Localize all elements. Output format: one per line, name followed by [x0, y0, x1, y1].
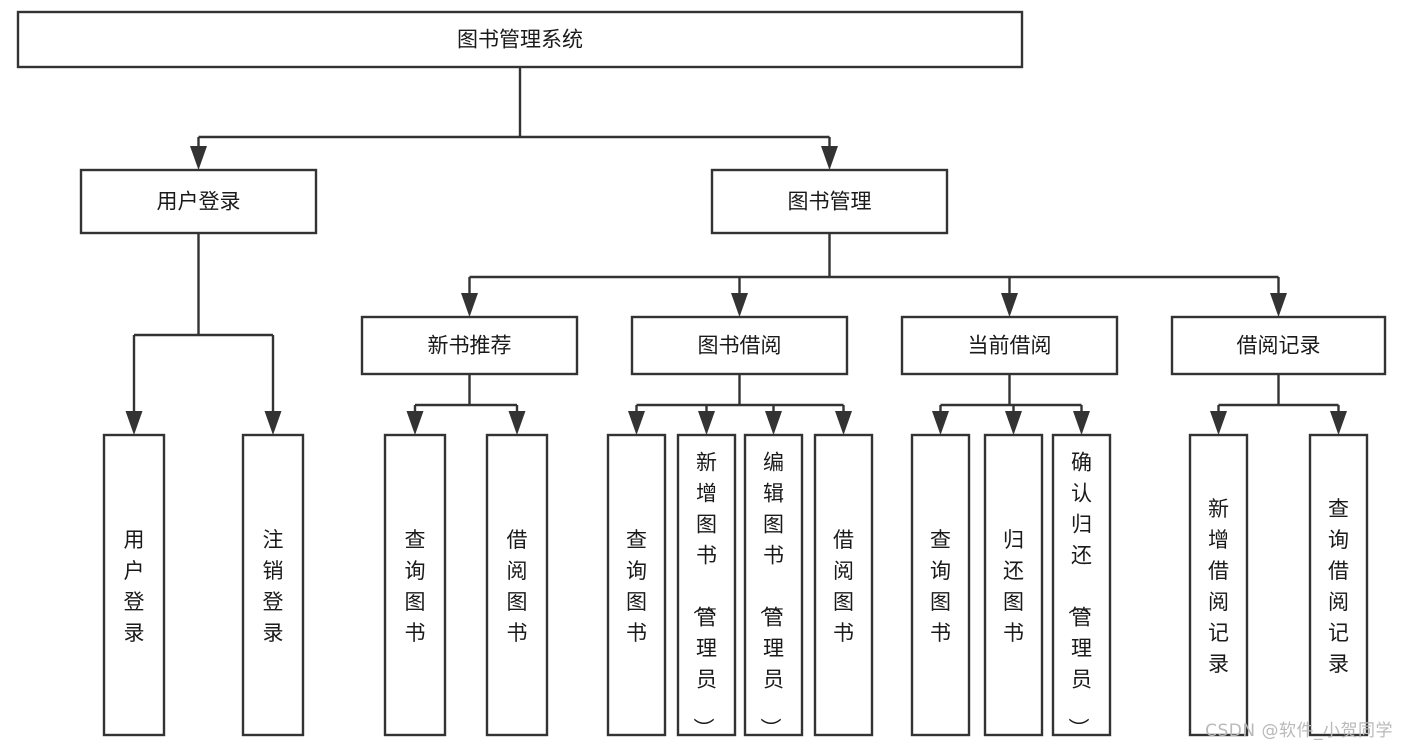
node-label: 用户登录 [124, 528, 145, 645]
arrow-head-图书借阅 [731, 293, 748, 317]
node-layer: 图书管理系统用户登录图书管理新书推荐图书借阅当前借阅借阅记录用户登录注销登录查询… [16, 10, 1387, 739]
edge-layer [125, 67, 1347, 435]
node-rect[interactable] [1308, 433, 1369, 737]
node-编辑图书管理员-l3[interactable]: 编辑图书（管理员） [743, 433, 804, 739]
node-rect[interactable] [900, 315, 1119, 376]
arrow-head-编辑图书管理员 [765, 411, 782, 435]
node-label: 查询图书 [626, 528, 647, 645]
connector-group-借阅记录 [1210, 374, 1347, 435]
arrow-head-借阅图书 [835, 411, 852, 435]
node-rect[interactable] [813, 433, 874, 737]
node-label: 借阅图书 [507, 528, 528, 645]
node-rect[interactable] [676, 433, 737, 737]
node-rect[interactable] [1051, 433, 1112, 737]
node-新增借阅记录-l3[interactable]: 新增借阅记录 [1188, 433, 1249, 737]
node-label: 图书借阅 [698, 334, 782, 358]
node-用户登录-l3[interactable]: 用户登录 [102, 433, 166, 737]
node-label: 新书推荐 [428, 334, 512, 358]
node-查询图书-l3[interactable]: 查询图书 [910, 433, 971, 737]
arrow-head-图书管理 [821, 146, 838, 170]
connector-group-图书管理 [461, 233, 1287, 317]
node-label: 图书管理系统 [457, 28, 583, 52]
node-label: 归还图书 [1003, 528, 1024, 645]
node-label: 编辑图书（管理员） [758, 451, 784, 739]
arrow-head-确认归还管理员 [1073, 411, 1090, 435]
node-查询借阅记录-l3[interactable]: 查询借阅记录 [1308, 433, 1369, 737]
node-归还图书-l3[interactable]: 归还图书 [983, 433, 1044, 737]
node-rect[interactable] [630, 315, 849, 376]
node-图书借阅-l2[interactable]: 图书借阅 [630, 315, 849, 376]
node-rect[interactable] [1170, 315, 1387, 376]
node-新增图书管理员-l3[interactable]: 新增图书（管理员） [676, 433, 737, 739]
node-label: 借阅图书 [833, 528, 854, 645]
arrow-head-借阅记录 [1270, 293, 1287, 317]
node-rect[interactable] [910, 433, 971, 737]
arrow-head-当前借阅 [1001, 293, 1018, 317]
node-label: 新增借阅记录 [1208, 497, 1229, 676]
connector-group-图书借阅 [628, 374, 852, 435]
arrow-head-查询图书 [406, 411, 424, 435]
node-rect[interactable] [360, 315, 579, 376]
node-查询图书-l3[interactable]: 查询图书 [383, 433, 447, 737]
node-rect[interactable] [102, 433, 166, 737]
node-查询图书-l3[interactable]: 查询图书 [606, 433, 667, 737]
node-rect[interactable] [485, 433, 549, 737]
node-label: 查询图书 [930, 528, 951, 645]
node-rect[interactable] [383, 433, 447, 737]
arrow-head-查询图书 [932, 411, 949, 435]
arrow-head-归还图书 [1005, 411, 1022, 435]
node-注销登录-l3[interactable]: 注销登录 [241, 433, 305, 737]
node-label: 确认归还（管理员） [1066, 451, 1092, 739]
arrow-head-新书推荐 [461, 293, 478, 317]
arrow-head-注销登录 [264, 411, 282, 435]
node-label: 查询图书 [405, 528, 426, 645]
node-借阅记录-l2[interactable]: 借阅记录 [1170, 315, 1387, 376]
node-rect[interactable] [241, 433, 305, 737]
node-label: 借阅记录 [1237, 334, 1321, 358]
node-label: 当前借阅 [968, 334, 1052, 358]
arrow-head-查询借阅记录 [1330, 411, 1347, 435]
node-label: 注销登录 [263, 528, 284, 645]
node-借阅图书-l3[interactable]: 借阅图书 [485, 433, 549, 737]
connector-group-新书推荐 [406, 374, 526, 435]
node-rect[interactable] [1188, 433, 1249, 737]
node-label: 新增图书（管理员） [691, 451, 717, 739]
node-label: 图书管理 [788, 190, 872, 214]
connector-group-图书管理系统 [190, 67, 838, 170]
node-用户登录-l1[interactable]: 用户登录 [79, 168, 318, 235]
node-当前借阅-l2[interactable]: 当前借阅 [900, 315, 1119, 376]
node-借阅图书-l3[interactable]: 借阅图书 [813, 433, 874, 737]
node-rect[interactable] [983, 433, 1044, 737]
node-rect[interactable] [606, 433, 667, 737]
node-label: 用户登录 [157, 190, 241, 214]
arrow-head-借阅图书 [508, 411, 526, 435]
node-确认归还管理员-l3[interactable]: 确认归还（管理员） [1051, 433, 1112, 739]
node-rect[interactable] [79, 168, 318, 235]
node-rect[interactable] [743, 433, 804, 737]
connector-group-用户登录 [125, 233, 282, 435]
node-新书推荐-l2[interactable]: 新书推荐 [360, 315, 579, 376]
arrow-head-用户登录 [125, 411, 143, 435]
node-图书管理-l1[interactable]: 图书管理 [710, 168, 949, 235]
arrow-head-用户登录 [190, 146, 207, 170]
arrow-head-新增借阅记录 [1210, 411, 1227, 435]
node-label: 查询借阅记录 [1328, 497, 1349, 676]
arrow-head-查询图书 [628, 411, 645, 435]
node-rect[interactable] [710, 168, 949, 235]
node-rect[interactable] [16, 10, 1024, 69]
connector-group-当前借阅 [932, 374, 1090, 435]
node-图书管理系统-l0[interactable]: 图书管理系统 [16, 10, 1024, 69]
arrow-head-新增图书管理员 [698, 411, 715, 435]
